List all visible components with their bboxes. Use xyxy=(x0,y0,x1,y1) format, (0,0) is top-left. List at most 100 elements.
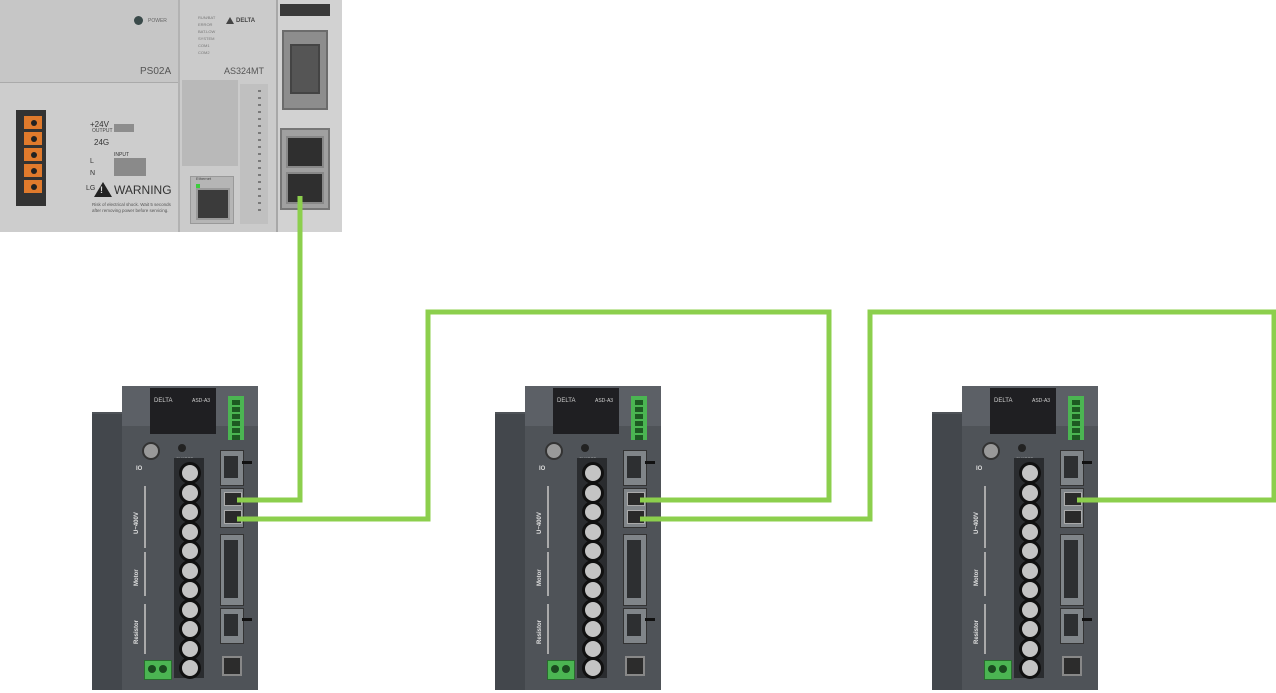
terminal-pin-icon xyxy=(1072,414,1080,419)
motor-group-bracket xyxy=(984,552,986,596)
io-led-icon xyxy=(258,132,261,134)
drive-knob-icon[interactable] xyxy=(545,442,563,460)
power-led-icon xyxy=(134,16,143,25)
ground-out-label: 24G xyxy=(94,138,110,147)
cpu-front-cover xyxy=(182,80,238,166)
warning-exclamation-icon: ! xyxy=(100,185,103,195)
cable-drive-1-to-drive-2 xyxy=(237,309,832,522)
cpu-status-labels: RUN/BAT ERROR BAT.LOW SYSTEM COM1 COM2 xyxy=(198,14,215,56)
terminal-pin-icon xyxy=(635,414,643,419)
cn2-port[interactable] xyxy=(224,614,238,636)
rj45-lower-port[interactable] xyxy=(1064,510,1082,524)
motor-group-bracket xyxy=(547,552,549,596)
drive-model: ASD-A3 xyxy=(192,398,211,404)
charge-led-icon xyxy=(1018,444,1026,452)
terminal-l-label: L xyxy=(90,158,94,165)
cpu-model: AS324MT xyxy=(224,66,265,76)
cpu-brand: DELTA xyxy=(236,18,256,24)
drive-display xyxy=(990,388,1056,434)
drive-display xyxy=(150,388,216,434)
terminal-pin-icon xyxy=(232,407,240,412)
status-label: ERROR xyxy=(198,22,213,27)
io-led-icon xyxy=(258,146,261,148)
terminal-screw-icon xyxy=(31,152,37,158)
io-led-icon xyxy=(258,202,261,204)
drive-brand: DELTA xyxy=(557,398,576,404)
terminal-screw-icon xyxy=(31,120,37,126)
usb-port[interactable] xyxy=(1062,656,1082,676)
plc-rj45-lower-port[interactable] xyxy=(286,172,324,204)
cn2-port[interactable] xyxy=(1064,614,1078,636)
cn-encoder-port[interactable] xyxy=(1064,456,1078,478)
terminal-pin-icon xyxy=(988,665,996,673)
terminal-pin-icon xyxy=(148,665,156,673)
drive-io-marker: IO xyxy=(136,466,143,472)
power-group-bracket xyxy=(547,486,549,548)
drive-knob-icon[interactable] xyxy=(142,442,160,460)
power-module-model: PS02A xyxy=(140,66,172,77)
terminal-lg-label: LG xyxy=(86,185,96,192)
cable-plc-to-drive-1 xyxy=(237,196,303,503)
output-label: OUTPUT xyxy=(92,128,113,134)
io-led-icon xyxy=(258,167,261,169)
terminal-pin-icon xyxy=(1072,400,1080,405)
io-led-icon xyxy=(258,181,261,183)
terminal-pin-icon xyxy=(635,428,643,433)
terminal-pin-icon xyxy=(562,665,570,673)
io-led-icon xyxy=(258,111,261,113)
warning-text: Risk of electrical shock. Wait 5 seconds… xyxy=(92,202,171,213)
terminal-pin-icon xyxy=(635,400,643,405)
usb-port[interactable] xyxy=(222,656,242,676)
status-label: RUN/BAT xyxy=(198,15,216,20)
power-supply-top-panel xyxy=(0,0,178,83)
drive-display xyxy=(553,388,619,434)
io-led-icon xyxy=(258,104,261,106)
io-led-icon xyxy=(258,153,261,155)
io-led-icon xyxy=(258,188,261,190)
terminal-screw-icon xyxy=(31,184,37,190)
cable-stub xyxy=(242,461,252,464)
db9-serial-socket xyxy=(290,44,320,94)
io-led-icon xyxy=(258,209,261,211)
warning-title: WARNING xyxy=(114,183,172,197)
status-label: SYSTEM xyxy=(198,36,215,41)
cn2-port[interactable] xyxy=(627,614,641,636)
terminal-pin-icon xyxy=(1072,428,1080,433)
drive-knob-icon[interactable] xyxy=(982,442,1000,460)
output-rating-plate xyxy=(114,124,134,132)
status-label: COM2 xyxy=(198,50,210,55)
cn1-io-port[interactable] xyxy=(224,540,238,598)
power-led-label: POWER xyxy=(148,18,167,24)
power-group-bracket xyxy=(984,486,986,548)
status-label: COM1 xyxy=(198,43,210,48)
terminal-pin-icon xyxy=(232,421,240,426)
drive-brand: DELTA xyxy=(154,398,173,404)
terminal-pin-icon xyxy=(232,435,240,440)
terminal-pin-icon xyxy=(635,421,643,426)
drive-model: ASD-A3 xyxy=(595,398,614,404)
terminal-pin-icon xyxy=(635,407,643,412)
cn1-io-port[interactable] xyxy=(1064,540,1078,598)
plc-rj45-upper-port[interactable] xyxy=(286,136,324,168)
terminal-pin-icon xyxy=(635,435,643,440)
cn1-io-port[interactable] xyxy=(627,540,641,598)
usb-port[interactable] xyxy=(625,656,645,676)
terminal-screw-icon xyxy=(31,168,37,174)
resistor-group-bracket xyxy=(984,604,986,654)
io-led-icon xyxy=(258,97,261,99)
terminal-pin-icon xyxy=(999,665,1007,673)
input-rating-plate xyxy=(114,158,146,176)
io-led-column xyxy=(240,84,268,224)
voltage-out-label: +24V xyxy=(90,120,109,129)
cpu-ethernet-port[interactable] xyxy=(196,188,230,220)
cn-encoder-port[interactable] xyxy=(224,456,238,478)
terminal-screw-icon xyxy=(1019,657,1041,679)
io-led-icon xyxy=(258,125,261,127)
resistor-group-bracket xyxy=(547,604,549,654)
cn-encoder-port[interactable] xyxy=(627,456,641,478)
power-group-bracket xyxy=(144,486,146,548)
